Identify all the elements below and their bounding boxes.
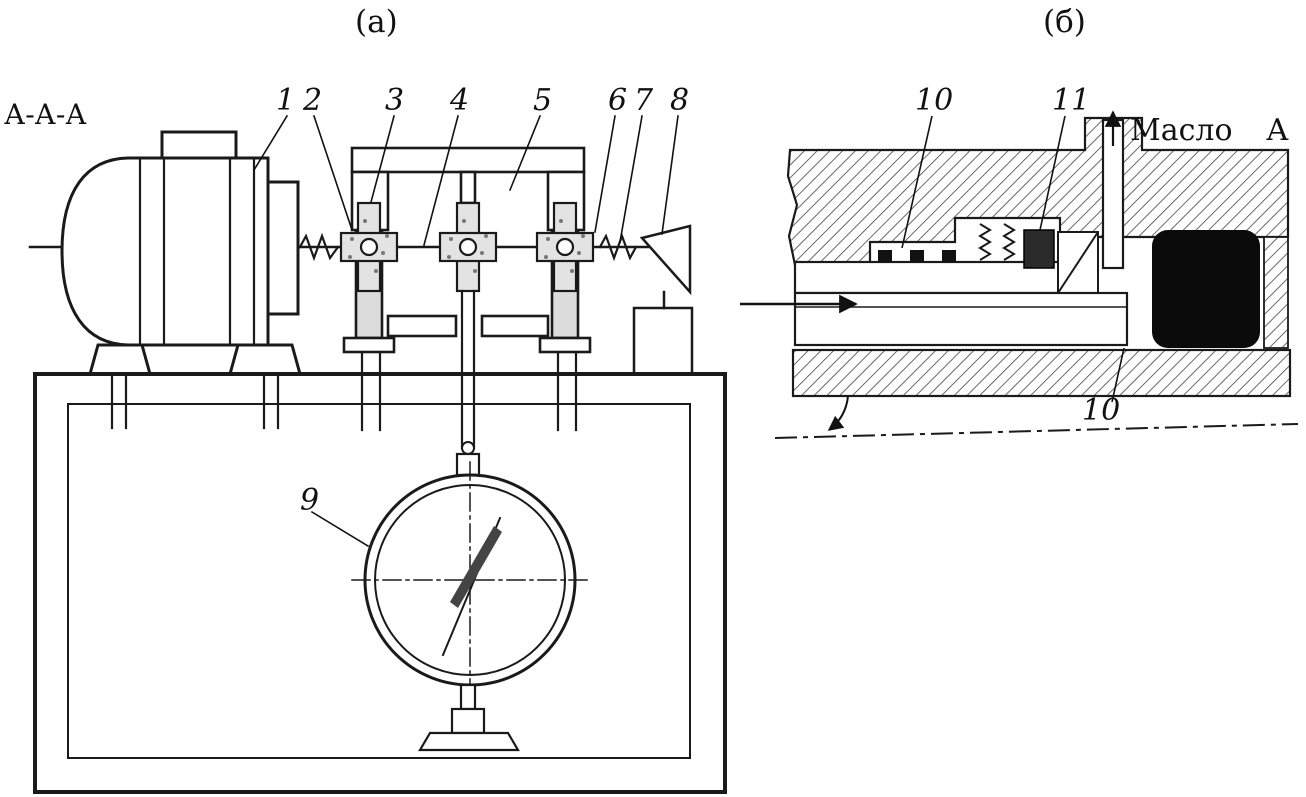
end-device-pedestal — [632, 306, 694, 376]
callout-7-label: 7 — [634, 83, 654, 118]
tank-inner — [67, 403, 691, 759]
coupling-right-icon — [598, 232, 638, 262]
support-legs — [110, 350, 578, 432]
bearing-assemblies — [339, 201, 595, 293]
view-a-label: А — [1266, 113, 1289, 148]
frame-bottom-bar-right — [480, 314, 550, 338]
callout-3-label: 3 — [385, 83, 404, 118]
shaft-sleeve — [793, 291, 1129, 347]
housing-section — [786, 116, 1290, 267]
frame-flange-left — [342, 336, 396, 354]
panel-a-title: (а) — [355, 4, 398, 40]
electric-motor — [60, 130, 302, 376]
shaft-section — [791, 348, 1292, 398]
bearing-body-solid — [1152, 230, 1260, 348]
oil-label: Масло — [1130, 113, 1233, 148]
tank — [33, 372, 727, 794]
section-label: А-А-А — [4, 98, 87, 131]
motor-foot-right — [228, 343, 302, 376]
callout-5-label: 5 — [533, 83, 552, 118]
callout-6-label: 6 — [608, 83, 627, 118]
callout-9-label: 9 — [300, 483, 319, 518]
gauge-bottom-stem — [459, 683, 477, 711]
gauge-needle-spindle — [450, 526, 502, 608]
end-device-pennant — [639, 224, 692, 296]
callout-4-label: 4 — [449, 83, 469, 118]
springs-icon — [978, 223, 1016, 261]
dial-gauge — [351, 289, 589, 752]
callout-10-top-label: 10 — [915, 83, 953, 118]
bearing-left — [339, 201, 399, 293]
callout-10-bottom-label: 10 — [1082, 393, 1120, 428]
frame-top-plate — [350, 146, 586, 174]
gauge-dial-inner — [374, 484, 566, 676]
right-housing-strip — [1263, 236, 1289, 349]
end-device — [632, 224, 694, 376]
gauge-stem-nut — [455, 452, 481, 477]
callout-2-label: 2 — [302, 83, 322, 118]
seal-block — [1023, 229, 1055, 269]
bearing-middle — [438, 201, 498, 293]
panel-b: (б) Масло А 10 11 10 — [740, 4, 1299, 439]
callout-leaders-b — [901, 115, 1125, 403]
gauge-base-block — [450, 707, 486, 735]
middle-bearing-stem — [459, 170, 477, 205]
gauge-base-foot — [418, 731, 520, 752]
centerline — [774, 423, 1299, 439]
motor-foot-left — [88, 343, 152, 376]
panel-b-title: (б) — [1043, 4, 1086, 40]
callout-8-label: 8 — [670, 83, 689, 118]
gauge-stem-ball — [461, 441, 475, 455]
callout-1-label: 1 — [276, 83, 295, 118]
drain-arrow-icon — [827, 395, 849, 431]
panel-a: (а) А-А-А 1 2 3 4 5 6 7 8 9 — [4, 4, 727, 794]
cone-ring — [1057, 231, 1099, 294]
tank-outer — [33, 372, 727, 794]
frame-bottom-bar-left — [386, 314, 458, 338]
bearing-right — [535, 201, 595, 293]
coupling-left-icon — [298, 232, 340, 262]
seal-rings — [878, 250, 956, 262]
frame-flange-right — [538, 336, 592, 354]
motor-terminal-box — [160, 130, 238, 162]
motor-endbell — [266, 180, 300, 316]
callout-leaders-a — [252, 114, 679, 548]
callout-11-label: 11 — [1052, 83, 1090, 118]
